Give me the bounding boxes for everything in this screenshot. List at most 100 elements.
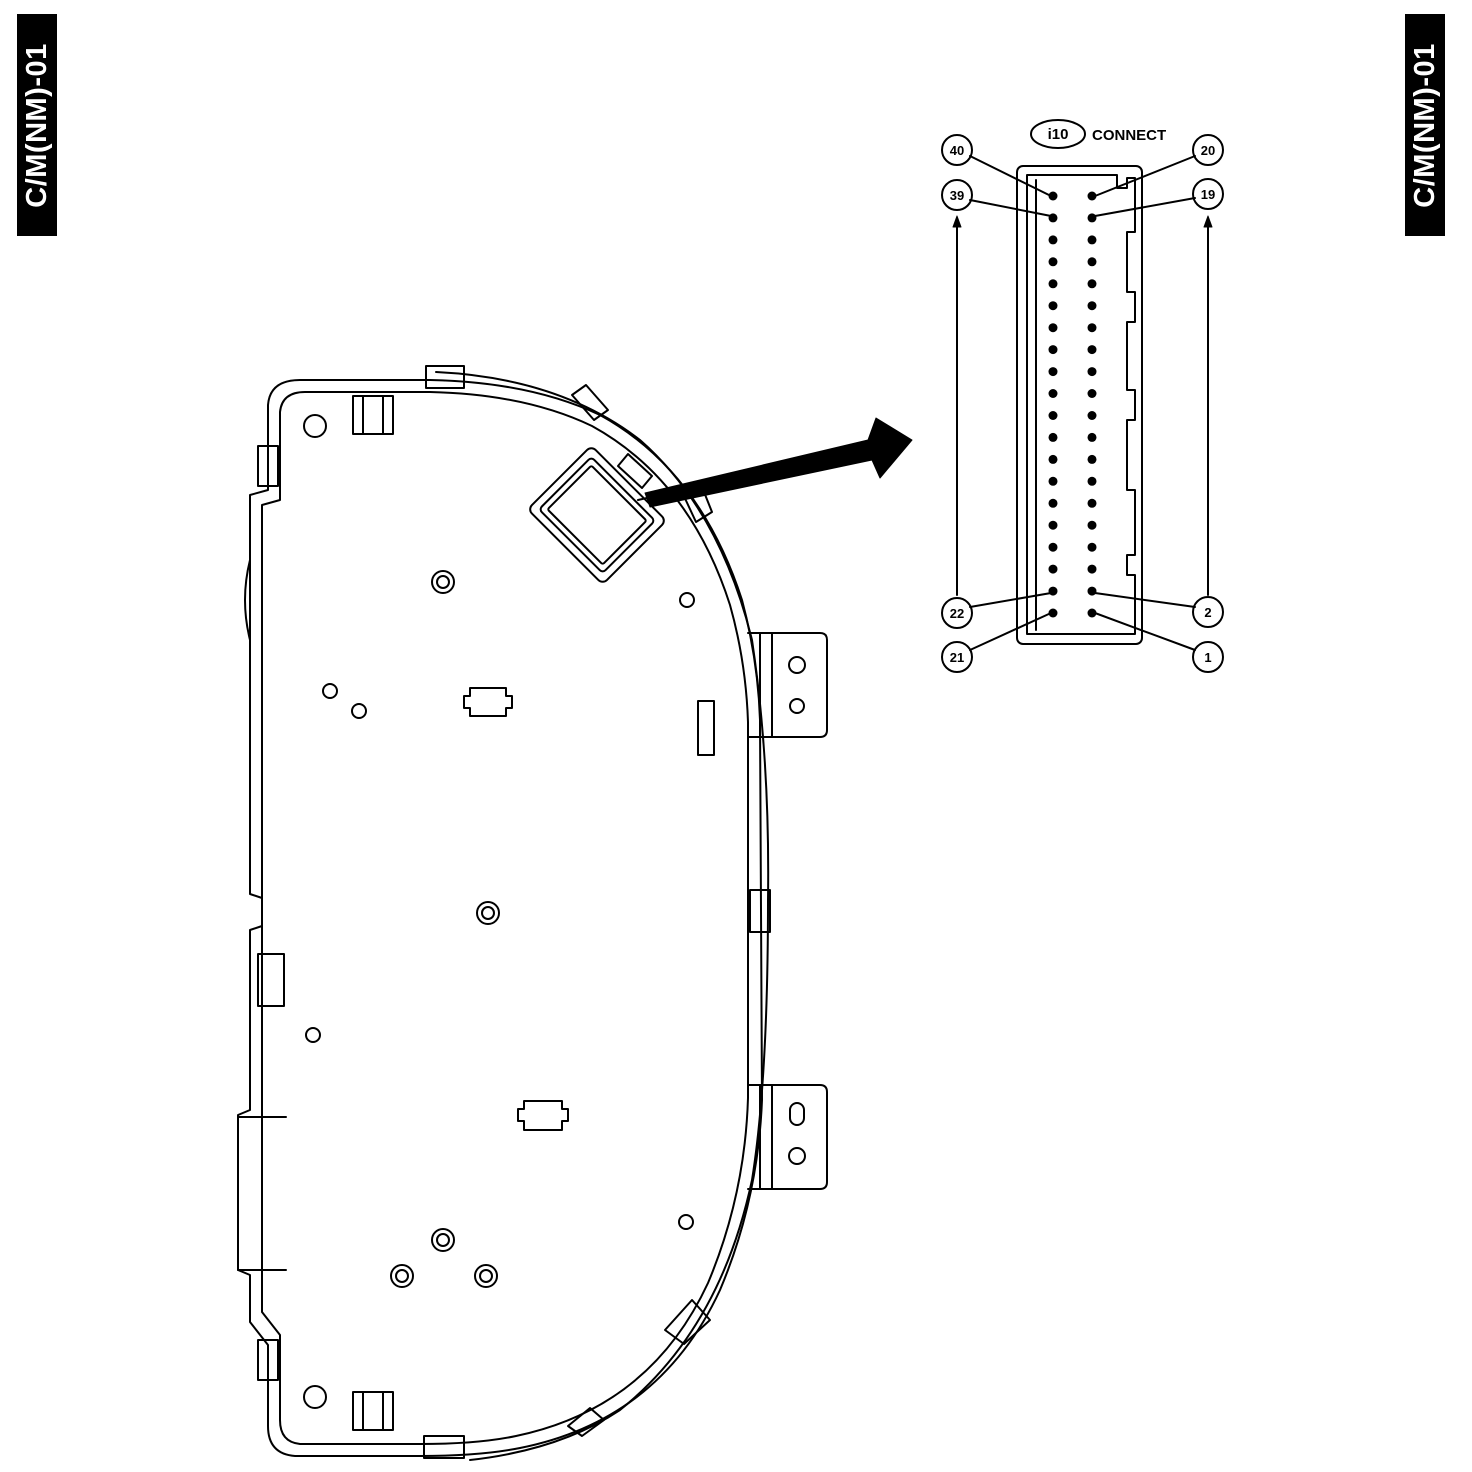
pin-dot-right-12 [1087,432,1097,442]
pin-dot-left-18 [1048,564,1058,574]
small-hole-1 [322,683,338,699]
pin-dot-left-12 [1048,432,1058,442]
pin-dot-right-10 [1087,389,1097,398]
pin-dot-left-5 [1048,279,1058,289]
mount-hole-bottom-left [303,1385,327,1409]
boss-1-inner [436,575,450,589]
housing-left-bulge [244,559,251,641]
top-center-clip [425,365,465,389]
pin-dot-right-3 [1087,235,1097,245]
housing-outer-outline [237,379,763,1457]
pin-callout-1: 1 [1192,641,1224,673]
section-tab-right: C/M(NM)-01 [1405,14,1445,236]
upper-bracket-gusset [759,632,773,738]
pin-dot-right-5 [1087,279,1097,289]
pin-dot-left-16 [1048,520,1058,530]
pin-dot-right-1 [1087,191,1097,201]
boss-4-inner [395,1269,409,1283]
bulb-socket-upper [463,687,513,717]
pin-dot-right-18 [1087,564,1097,574]
pin-callout-19: 19 [1192,178,1224,210]
leader-pin-39 [969,199,1052,217]
connector-pin-dots [1048,191,1097,618]
pin-number-19: 19 [1201,187,1215,202]
mount-hole-top-left [303,414,327,438]
pin-dot-left-10 [1048,389,1058,398]
pin-dot-left-9 [1048,367,1058,377]
pin-callout-2: 2 [1192,596,1224,628]
upper-bracket-hole-1 [788,656,806,674]
boss-5-outer [474,1264,498,1288]
lower-mounting-bracket [747,1084,828,1190]
pin-callout-39: 39 [941,179,973,211]
lower-bracket-hole [788,1147,806,1165]
pin-number-1: 1 [1204,650,1211,665]
pin-dot-left-3 [1048,235,1058,245]
pin-dot-right-9 [1087,367,1097,377]
boss-3-outer [431,1228,455,1252]
small-hole-3 [679,592,695,608]
pin-callout-20: 20 [1192,134,1224,166]
rim-tab-bottom [567,1407,605,1437]
range-arrow-right-head [1203,215,1213,228]
bottom-left-latch [352,1391,394,1431]
pin-number-40: 40 [950,143,964,158]
pin-number-2: 2 [1204,605,1211,620]
pin-callout-22: 22 [941,597,973,629]
pin-dot-right-17 [1087,542,1097,552]
pin-dot-left-7 [1048,323,1058,333]
small-hole-4 [305,1027,321,1043]
pin-dot-left-19 [1048,586,1058,596]
pin-dot-left-17 [1048,542,1058,552]
socket-side-tab [617,453,653,489]
pin-dot-right-16 [1087,520,1097,530]
pin-dot-left-14 [1048,476,1058,486]
leader-pin-40 [969,155,1052,197]
left-tab-lower [257,1339,279,1381]
connector-id-text: i10 [1048,126,1069,143]
leader-pin-21 [969,612,1052,651]
pin-dot-left-8 [1048,345,1058,355]
boss-3-inner [436,1233,450,1247]
vertical-slot [697,700,715,756]
upper-mounting-bracket [747,632,828,738]
pin-dot-right-15 [1087,498,1097,508]
boss-5-inner [479,1269,493,1283]
lower-bracket-slot [789,1102,805,1126]
rim-tab-lower [664,1299,711,1345]
connector-id-badge [1030,119,1086,149]
left-tab-middle [257,953,285,1007]
pin-number-20: 20 [1201,143,1215,158]
pin-dot-right-7 [1087,323,1097,333]
pin-dot-left-1 [1048,191,1058,201]
pin-callout-21: 21 [941,641,973,673]
detail-pointer-arrow [637,417,913,508]
pin-dot-left-2 [1048,213,1058,223]
connector-detail: i10 CONNECT 40 39 22 [941,119,1224,673]
pin-dot-right-14 [1087,476,1097,486]
pin-dot-right-2 [1087,213,1097,223]
pin-dot-right-4 [1087,257,1097,267]
pin-dot-left-13 [1048,454,1058,464]
pin-dot-right-11 [1087,411,1097,420]
pin-number-21: 21 [950,650,964,665]
lower-bracket-gusset [759,1084,773,1190]
pin-dot-right-8 [1087,345,1097,355]
pin-dot-right-20 [1087,608,1097,618]
connector-body-outer [1016,165,1143,645]
pin-dot-left-15 [1048,498,1058,508]
connector-label-text: CONNECT [1092,127,1166,144]
connector-body-inner [1026,174,1136,635]
pin-number-39: 39 [950,188,964,203]
rim-tab-upper [571,384,609,421]
housing-inner-outline [261,391,749,1445]
leader-pin-20 [1094,155,1196,197]
pin-dot-left-20 [1048,608,1058,618]
left-tab-upper [257,445,279,487]
pin-dot-left-11 [1048,411,1058,420]
boss-1-outer [431,570,455,594]
leader-pin-2 [1094,592,1196,608]
pin-dot-right-13 [1087,454,1097,464]
range-arrow-left-head [952,215,962,228]
